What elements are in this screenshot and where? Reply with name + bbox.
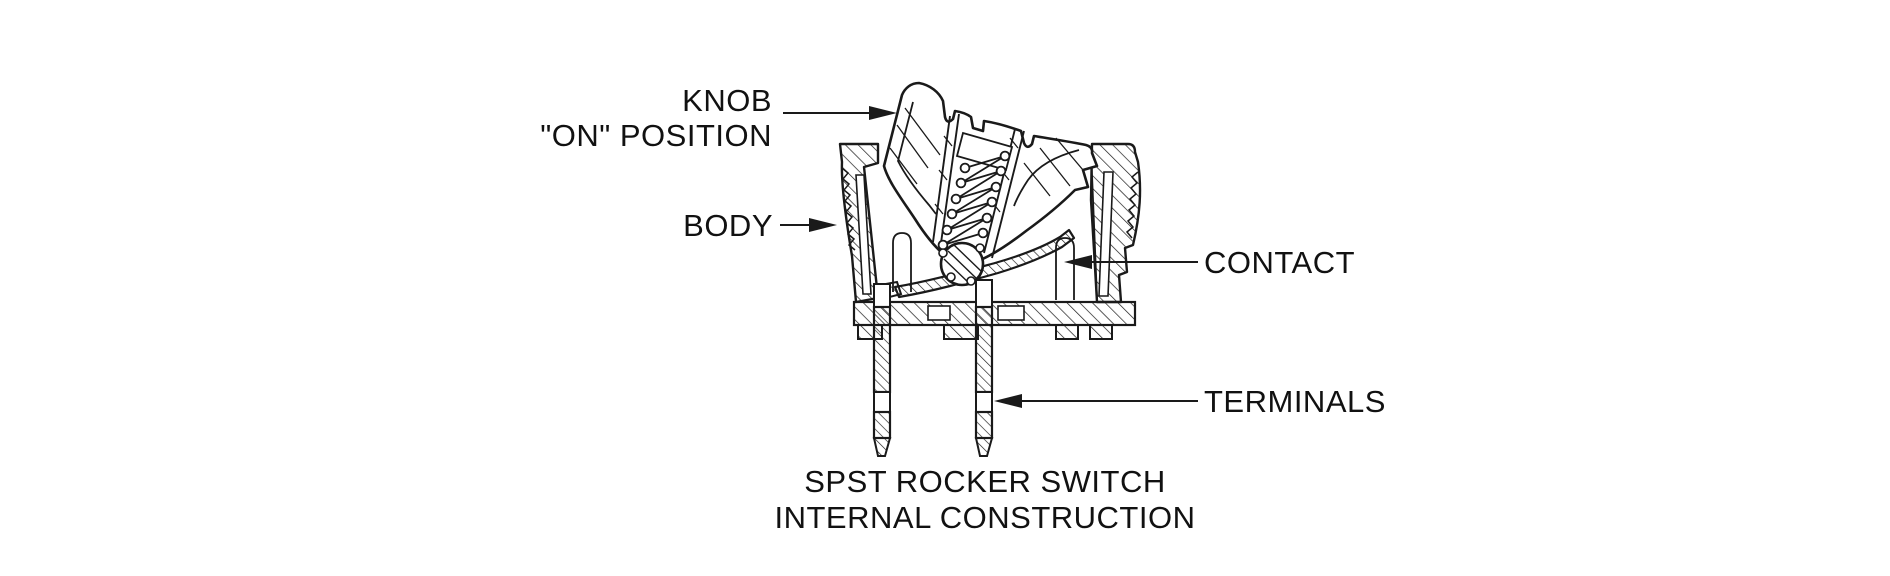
cavity-guide-slot-left <box>892 232 912 292</box>
knob-inner-right-wall <box>1013 149 1080 207</box>
callout-contact: CONTACT <box>1064 245 1355 280</box>
base-foot <box>1055 324 1079 340</box>
knob-inner-left-wall <box>897 101 937 215</box>
terminal-tip <box>974 437 994 457</box>
caption-line1: SPST ROCKER SWITCH <box>804 464 1166 499</box>
contact-label: CONTACT <box>1204 245 1355 280</box>
terminal-break-gap <box>873 391 891 413</box>
plunger-barrel-right-outer <box>991 130 1025 259</box>
callout-body: BODY <box>683 208 837 243</box>
plunger-barrel-left-outer <box>932 115 951 243</box>
terminals-arrowhead-icon <box>994 394 1022 408</box>
terminals-label: TERMINALS <box>1204 384 1386 419</box>
knob-label-line2: "ON" POSITION <box>540 118 772 153</box>
body-right-wall <box>1089 142 1142 304</box>
callout-knob: KNOB "ON" POSITION <box>540 83 897 153</box>
knob-spring <box>937 150 1011 251</box>
body-left-serration <box>841 167 856 251</box>
body-left-wall <box>838 142 880 304</box>
terminal-break-gap <box>975 391 993 413</box>
knob-section-lines <box>889 107 1084 215</box>
callout-terminals: TERMINALS <box>994 384 1386 419</box>
knob-arrowhead-icon <box>869 106 897 120</box>
caption-line2: INTERNAL CONSTRUCTION <box>775 500 1196 535</box>
plunger-barrel-left-inner <box>940 113 960 244</box>
terminal-left <box>872 283 892 457</box>
contact-arrowhead-icon <box>1064 255 1092 269</box>
body-arrowhead-icon <box>809 218 837 232</box>
body-right-inner-channel <box>1098 171 1114 297</box>
body-label: BODY <box>683 208 773 243</box>
body-left-inner-channel <box>855 174 872 295</box>
knob-label-line1: KNOB <box>682 83 772 118</box>
base-cutout <box>997 305 1025 321</box>
terminal-tip <box>872 437 892 457</box>
cavity-right-inner-wall <box>1090 149 1098 299</box>
body-right-serration <box>1125 171 1139 239</box>
base-foot <box>1089 324 1113 340</box>
base-cutout <box>927 305 951 321</box>
base-plate <box>852 300 1137 340</box>
base-foot <box>943 324 979 340</box>
terminal-right <box>974 279 994 457</box>
detent-ball <box>938 241 985 287</box>
